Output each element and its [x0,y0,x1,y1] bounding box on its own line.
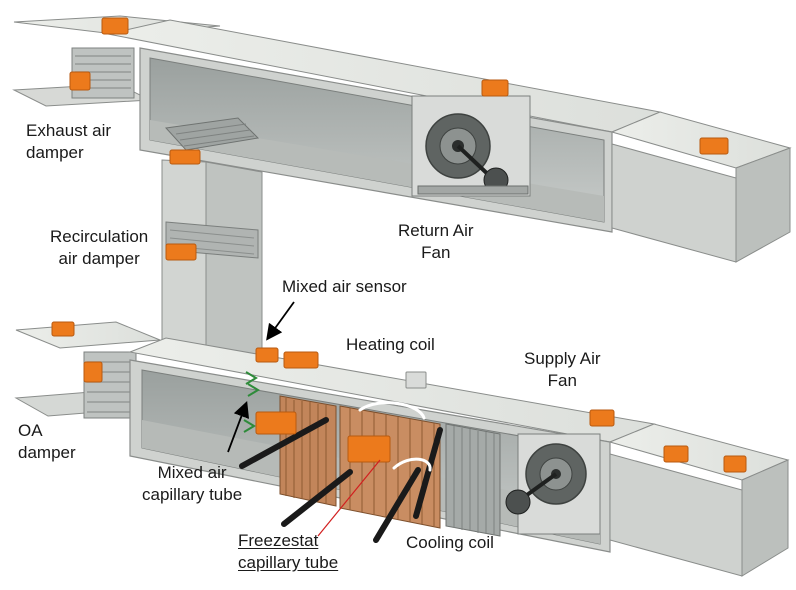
return-air-fan-label: Return Air Fan [398,220,474,264]
oa-damper-line2: damper [18,443,76,462]
mixed-air-capillary-line2: capillary tube [142,485,243,504]
exhaust-damper-actuator [69,71,91,91]
oa-damper-label: OA damper [18,420,76,464]
supply-outlet-end [741,459,789,577]
return-outlet-end [735,147,791,263]
cooling-supply-pipe [373,467,421,543]
cooling-coil-body [339,405,441,529]
recirculation-duct [161,159,263,361]
supply-air-fan-label: Supply Air Fan [524,348,601,392]
exhaust-top-sensor [101,17,129,35]
return-duct-sensor [481,79,509,97]
mixed-air-sensor [255,347,279,363]
oa-damper-actuator [83,361,103,383]
mixed-air-sensor-label: Mixed air sensor [282,277,407,296]
heating-coil-label: Heating coil [346,335,435,354]
return-air-fan-line2: Fan [421,243,451,262]
oa-damper-line1: OA [18,421,43,440]
return-air-fan-line1: Return Air [398,221,474,240]
oa-top-sensor [51,321,75,337]
mixed-air-controller [283,351,319,369]
supply-fan-top-sensor [589,409,615,427]
heating-coil-junction-box [405,371,427,389]
freezestat-capillary-tube-label: Freezestat capillary tube [238,530,338,574]
mixed-air-capillary [243,371,260,433]
return-fan [411,95,531,197]
cooling-return-pipe [413,427,443,519]
recirculation-air-damper-line1: Recirculation [50,227,149,246]
supply-fan [505,433,601,535]
freezestat-line1: Freezestat [238,531,319,550]
oa-duct-top [15,321,161,349]
recirc-top-actuator [169,149,201,165]
exhaust-air-damper-line1: Exhaust air [26,121,112,140]
mixed-air-capillary-line1: Mixed air [157,463,227,482]
mixed-air-valve-actuator [255,411,297,435]
recirc-duct-side [205,161,263,361]
recirculation-air-damper-line2: air damper [58,249,140,268]
mixed-air-sensor-arrow [266,301,295,341]
recirc-damper-actuator [165,243,197,261]
mixed-air-capillary-tube-label: Mixed air capillary tube [142,462,242,506]
supply-air-fan-line2: Fan [547,371,577,390]
exhaust-air-damper-label: Exhaust air damper [26,120,111,164]
supply-fan-motor [505,489,531,515]
capillary-white-loop [358,401,426,420]
recirculation-air-damper-label: Recirculation air damper [50,226,148,270]
supply-outlet-sensor-2 [723,455,747,473]
supply-air-fan-line1: Supply Air [524,349,601,368]
return-outlet-sensor [699,137,729,155]
exhaust-air-damper-line2: damper [26,143,84,162]
cooling-coil-label: Cooling coil [406,533,494,552]
supply-outlet-sensor-1 [663,445,689,463]
freezestat-actuator [347,435,391,463]
devices [51,17,747,473]
mixed-air-capillary-arrow [227,400,250,453]
heating-return-pipe [281,469,353,527]
freezestat-callout-line [317,459,381,537]
coil-piping [239,401,443,543]
cooling-coil [339,405,441,529]
heating-supply-pipe [239,417,329,469]
freezestat-line2: capillary tube [238,553,339,572]
